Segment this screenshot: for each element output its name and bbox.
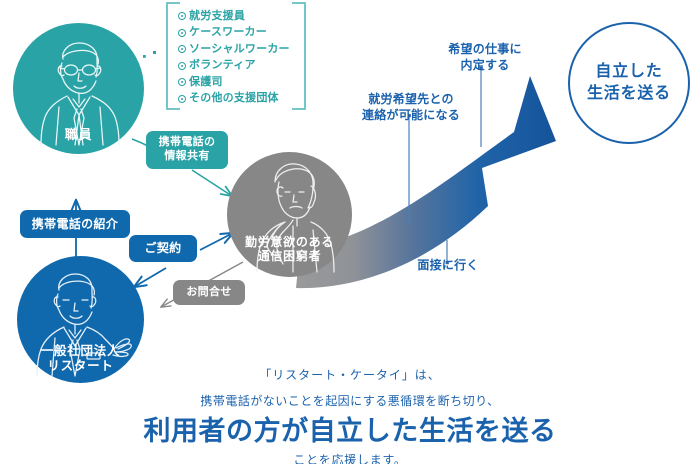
contract-to-restart-arrow <box>134 267 167 287</box>
node-staff[interactable]: 職員 <box>13 23 144 154</box>
milestone-go-to-interview: 面接に行く <box>417 258 479 272</box>
node-person-label: 勤労意欲のある 通信困窮者 <box>244 234 335 264</box>
message-line-4: ことを応援します。 <box>293 453 407 464</box>
support-list-item-label: 保護司 <box>189 75 223 88</box>
label-phone-info-sharing: 携帯電話の 情報共有 <box>146 131 228 169</box>
milestone-contact-possible: 就労希望先との 連絡が可能になる <box>362 92 460 122</box>
message-line-2: 携帯電話がないことを起因にする悪循環を断ち切り、 <box>200 394 500 409</box>
support-list-item: その他の支援団体 <box>172 91 306 108</box>
node-restart[interactable]: 一般社団法人 リスタート <box>17 256 144 383</box>
message-headline: 利用者の方が自立した生活を送る <box>143 416 557 447</box>
growth-arrow <box>296 76 556 289</box>
support-list-item-label: ソーシャルワーカー <box>189 42 290 55</box>
support-list-item: ボランティア <box>172 58 306 75</box>
milestone-connectors <box>407 67 483 265</box>
support-list-item-label: ケースワーカー <box>189 26 267 39</box>
ring-bullet-icon <box>178 45 186 54</box>
ring-bullet-icon <box>178 61 186 70</box>
support-organizations-list: 就労支援員 ケースワーカー ソーシャルワーカー ボランティア 保護司 その他の支… <box>166 2 306 110</box>
support-list-item-label: 就労支援員 <box>189 9 246 22</box>
support-list-item-label: その他の支援団体 <box>189 92 279 105</box>
label-contract: ご契約 <box>129 235 197 262</box>
message-line-1: 「リスタート・ケータイ」は、 <box>259 368 441 382</box>
ring-bullet-icon <box>178 12 186 21</box>
support-list-item: 保護司 <box>172 74 306 91</box>
share-to-person-arrow <box>191 169 232 196</box>
support-list-item: ソーシャルワーカー <box>172 41 306 58</box>
node-goal[interactable]: 自立した 生活を送る <box>568 22 690 144</box>
ring-bullet-icon <box>178 28 186 37</box>
label-phone-introduction: 携帯電話の紹介 <box>20 210 130 238</box>
support-list-item: ケースワーカー <box>172 25 306 42</box>
bottom-message: 「リスタート・ケータイ」は、 携帯電話がないことを起因にする悪循環を断ち切り、 … <box>0 366 700 464</box>
node-goal-label: 自立した 生活を送る <box>586 63 671 102</box>
ring-bullet-icon <box>178 78 186 87</box>
ring-bullet-icon <box>178 94 186 103</box>
contract-to-person-arrow <box>199 233 233 251</box>
support-list-bracket <box>166 2 306 110</box>
support-list-item: 就労支援員 <box>172 8 306 25</box>
label-inquiry: お問合せ <box>173 280 245 305</box>
milestone-job-offer: 希望の仕事に 内定する <box>448 42 522 72</box>
node-person-in-need[interactable]: 勤労意欲のある 通信困窮者 <box>227 152 352 277</box>
support-list-item-label: ボランティア <box>189 59 256 72</box>
node-restart-label: 一般社団法人 リスタート <box>40 343 121 373</box>
node-staff-label: 職員 <box>64 127 93 143</box>
